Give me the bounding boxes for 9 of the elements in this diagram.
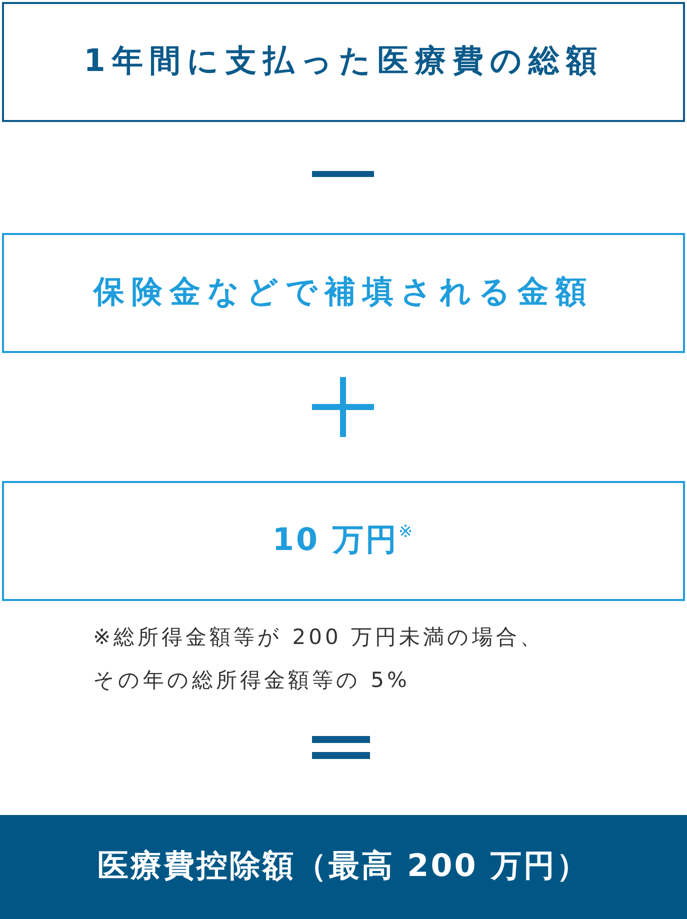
result-label: 医療費控除額（最高 200 万円）: [97, 848, 590, 886]
term-box: [2, 233, 685, 353]
term-label: 10 万円$^{※}$: [272, 522, 415, 560]
term-label: 保険金などで補填される金額: [94, 274, 594, 312]
term-label: 1年間に支払った医療費の総額: [84, 43, 604, 81]
result-box: [0, 815, 687, 919]
term-box: [2, 481, 685, 601]
footnote-text: ※総所得金額等が 200 万円未満の場合、その年の総所得金額等の 5%: [93, 624, 546, 694]
term-box: [2, 2, 685, 122]
